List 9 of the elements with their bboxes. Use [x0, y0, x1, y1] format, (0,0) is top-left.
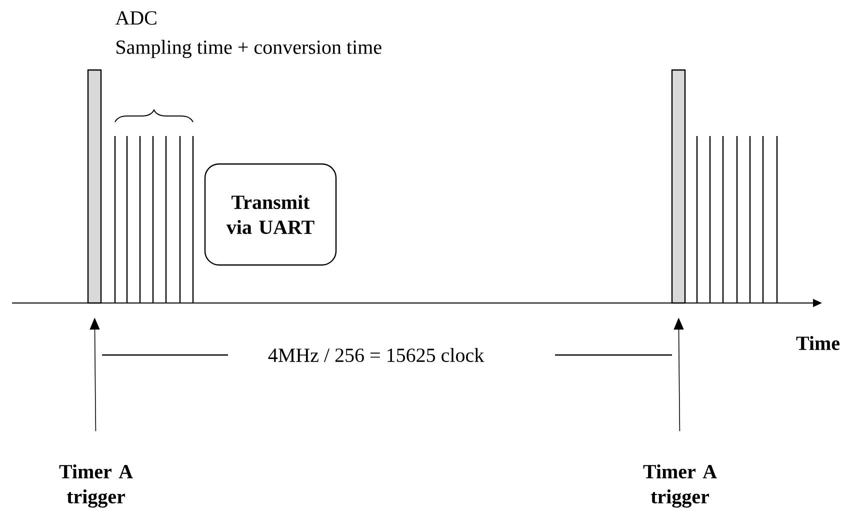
trigger-label: Timer A trigger: [643, 464, 717, 508]
axis-label: Time: [796, 336, 840, 350]
annotation-text: Sampling time + conversion time: [116, 40, 382, 58]
period-text: 4MHz / 256 = 15625 clock: [268, 348, 484, 362]
trigger-bar: [87, 69, 102, 304]
title-text: ADC: [115, 11, 156, 25]
process-box: Transmit via UART: [204, 163, 337, 266]
trigger-label: Timer A trigger: [59, 464, 133, 508]
trigger-bar: [671, 69, 686, 304]
